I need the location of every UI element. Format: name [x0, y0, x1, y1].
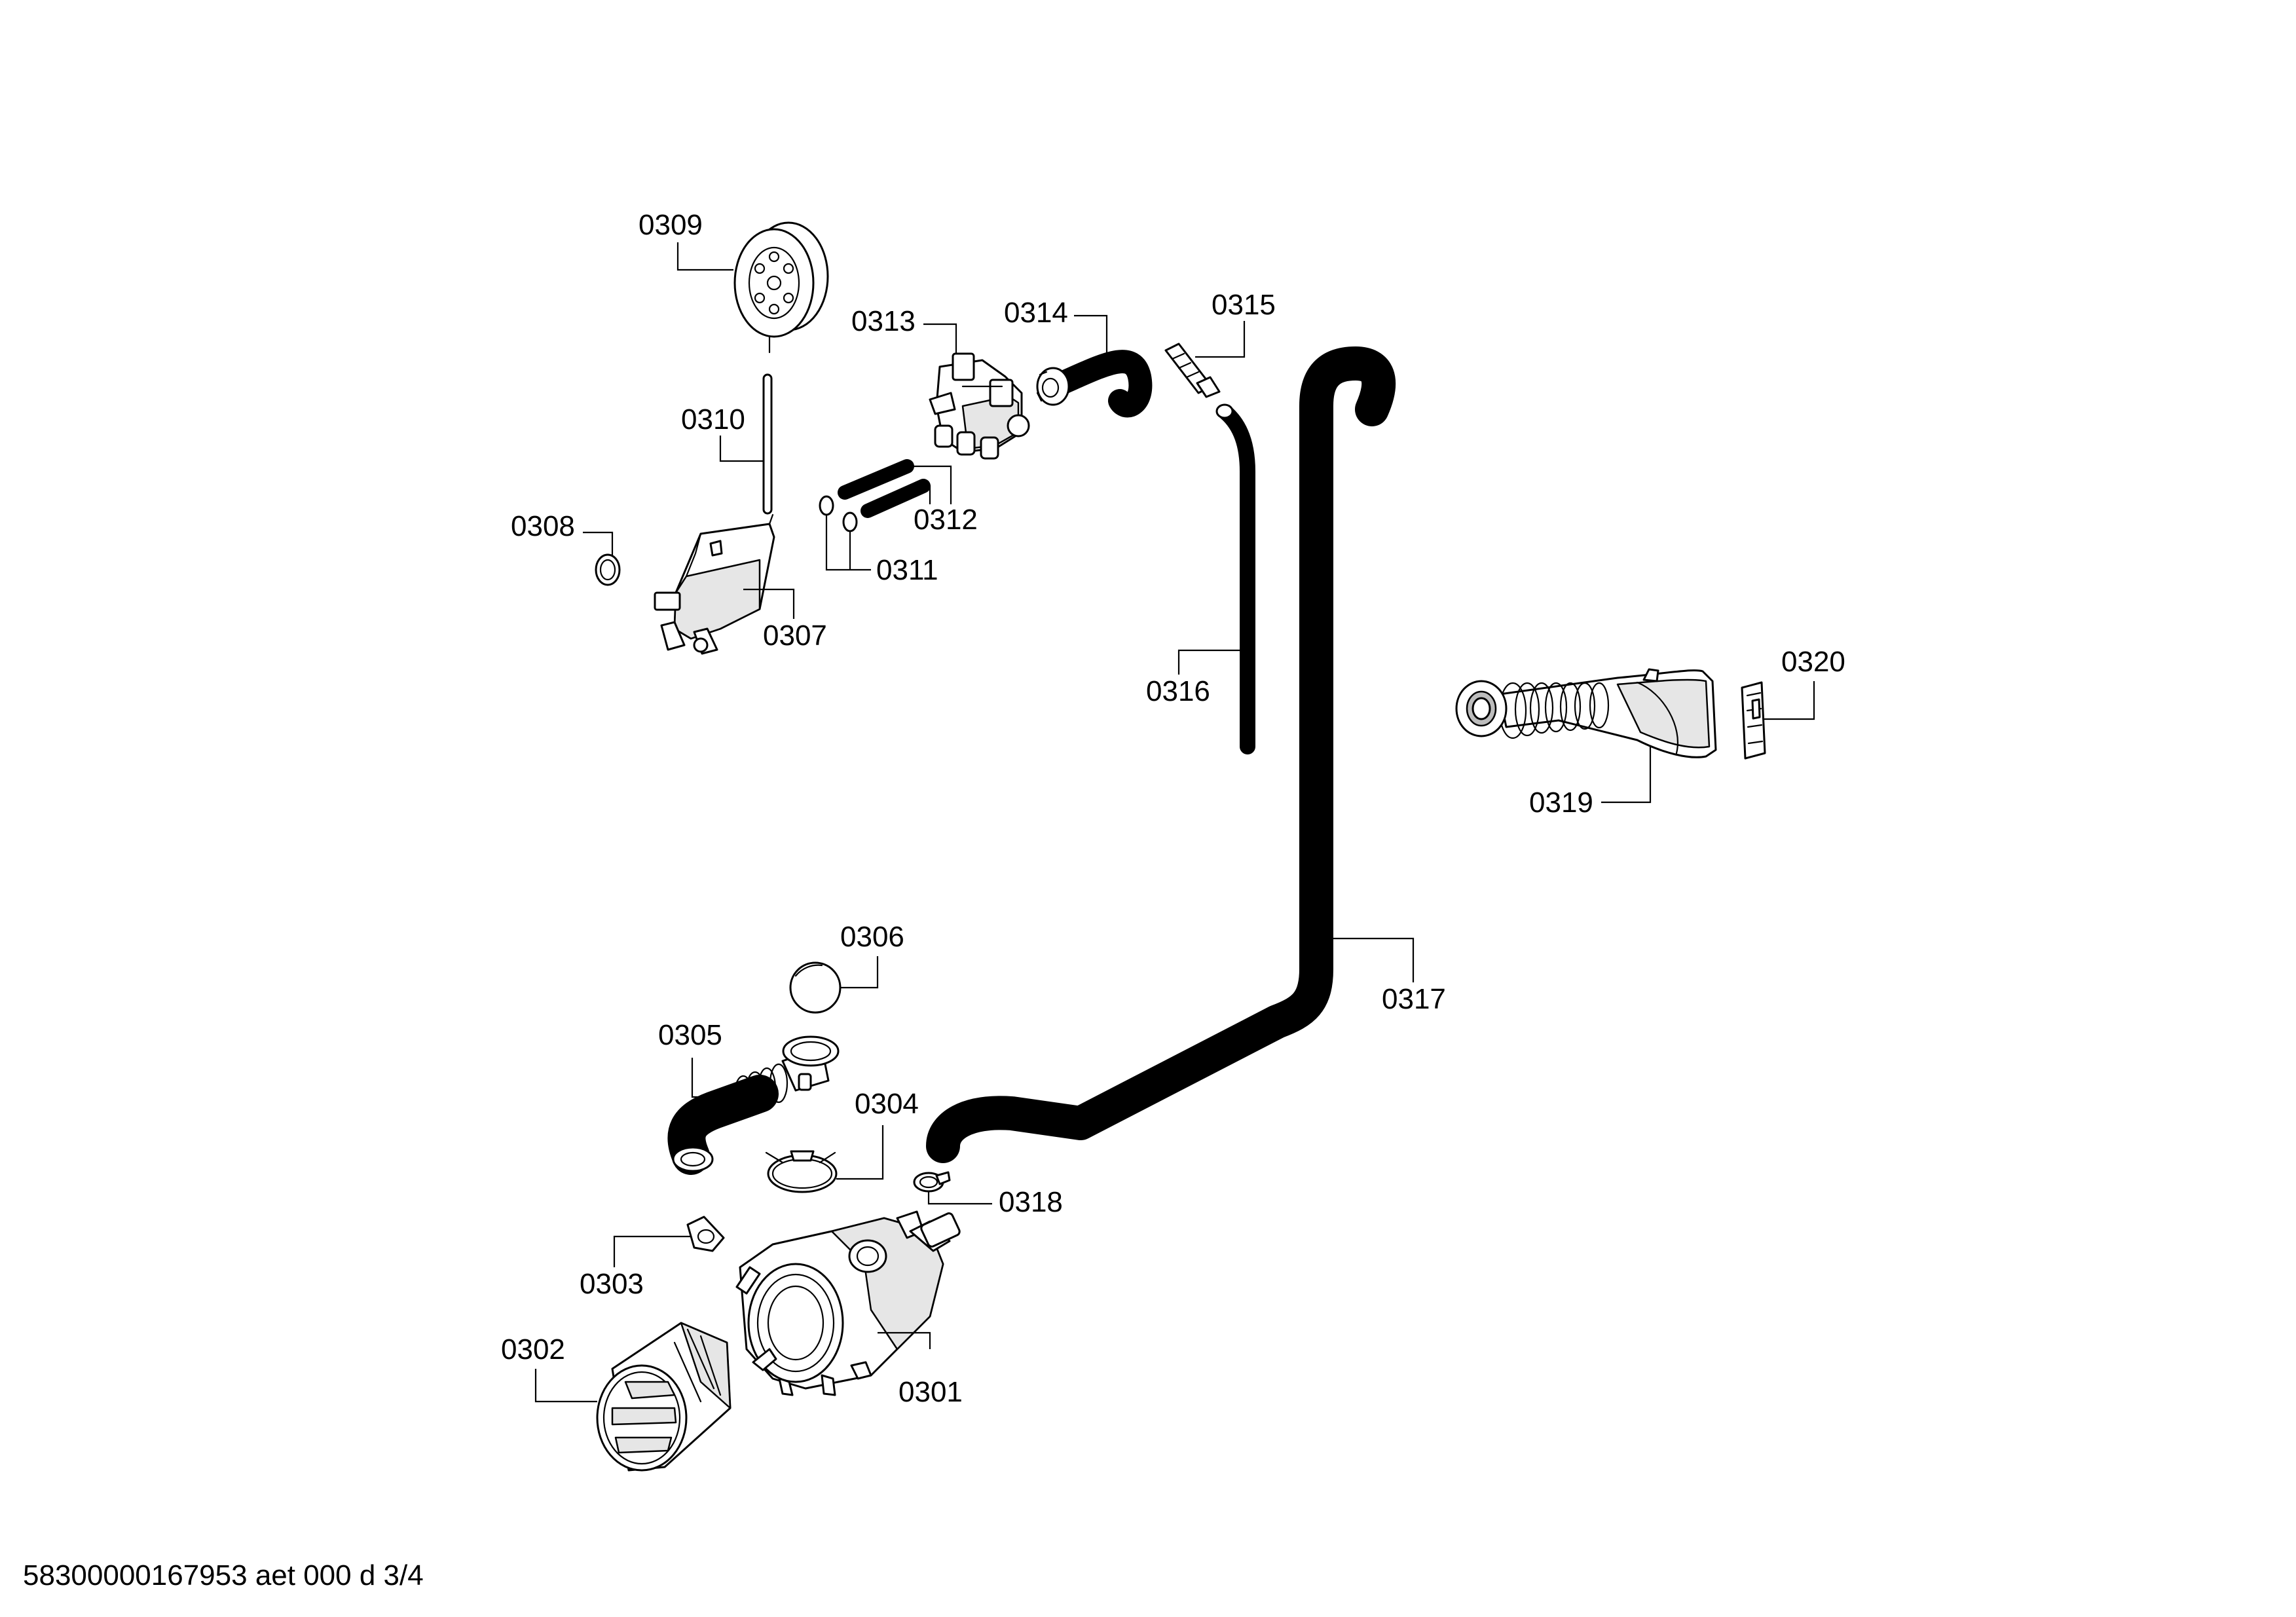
leader-0309 — [676, 242, 733, 271]
part-0303-small-clip — [686, 1216, 725, 1252]
label-0307: 0307 — [763, 620, 827, 652]
leader-0312b — [923, 485, 931, 504]
label-0317: 0317 — [1382, 983, 1446, 1015]
leader-0320 — [1763, 681, 1815, 720]
document-footer-code: 58300000167953 aet 000 d 3/4 — [23, 1559, 424, 1591]
part-0310-rod — [762, 373, 773, 515]
part-0317-drain-hose — [926, 346, 1396, 1163]
label-0320: 0320 — [1781, 646, 1845, 678]
part-0301-pump-housing — [735, 1210, 961, 1396]
part-0304-hose-clamp — [765, 1150, 838, 1193]
label-0302: 0302 — [501, 1333, 565, 1366]
label-0310: 0310 — [681, 403, 745, 436]
leader-0310 — [719, 436, 764, 462]
label-0316: 0316 — [1146, 675, 1210, 707]
label-0311: 0311 — [876, 554, 938, 586]
leader-0303 — [613, 1235, 691, 1267]
part-0305-bellows-tube — [667, 1035, 840, 1175]
label-0319: 0319 — [1529, 787, 1593, 819]
part-0307-housing — [654, 513, 775, 655]
leader-0306 — [840, 956, 879, 989]
part-0311-ring-a — [819, 495, 834, 516]
leader-0301 — [878, 1331, 931, 1349]
leader-0318 — [927, 1191, 992, 1205]
part-0309-disc-cover — [733, 221, 829, 354]
label-0308: 0308 — [511, 510, 575, 542]
leader-0307 — [743, 588, 795, 619]
leader-0305 — [691, 1058, 737, 1098]
part-0302-filter — [596, 1322, 731, 1472]
part-0312-tubes — [838, 459, 931, 518]
label-0304: 0304 — [855, 1088, 919, 1120]
label-0312: 0312 — [914, 504, 978, 536]
label-0305: 0305 — [658, 1019, 722, 1051]
part-0311-ring-b — [842, 511, 858, 532]
leader-0317 — [1331, 937, 1415, 982]
part-0315-connector — [1164, 343, 1221, 398]
leader-0302 — [534, 1369, 597, 1403]
part-0314-elbow-hose — [1036, 350, 1153, 418]
label-0315: 0315 — [1212, 289, 1276, 321]
label-0314: 0314 — [1004, 297, 1068, 329]
part-0306-ball — [789, 961, 842, 1014]
leader-0312 — [907, 465, 952, 504]
part-0316-hose — [1215, 403, 1255, 754]
part-0306-ball-highlight — [794, 964, 823, 977]
label-0303: 0303 — [580, 1268, 644, 1300]
label-0309: 0309 — [639, 209, 703, 241]
leader-0311 — [825, 515, 871, 571]
leader-0316 — [1177, 649, 1240, 675]
leader-0304 — [836, 1125, 884, 1180]
part-0308-o-ring-inner — [599, 559, 616, 581]
label-0301: 0301 — [898, 1376, 963, 1408]
leader-0313 — [923, 323, 957, 354]
label-0318: 0318 — [999, 1186, 1063, 1218]
part-0308-o-ring — [595, 553, 621, 586]
leader-0315 — [1195, 321, 1246, 358]
part-0313-inlet-valve — [929, 352, 1030, 460]
label-0313: 0313 — [851, 305, 916, 337]
leader-0308 — [583, 531, 614, 555]
part-0319-bellows-hose — [1455, 668, 1717, 758]
leader-0319 — [1601, 745, 1652, 804]
label-0306: 0306 — [840, 921, 904, 953]
leader-0314 — [1074, 314, 1108, 354]
part-0320-clip-frame — [1741, 681, 1766, 760]
part-0318-clip — [913, 1171, 951, 1193]
